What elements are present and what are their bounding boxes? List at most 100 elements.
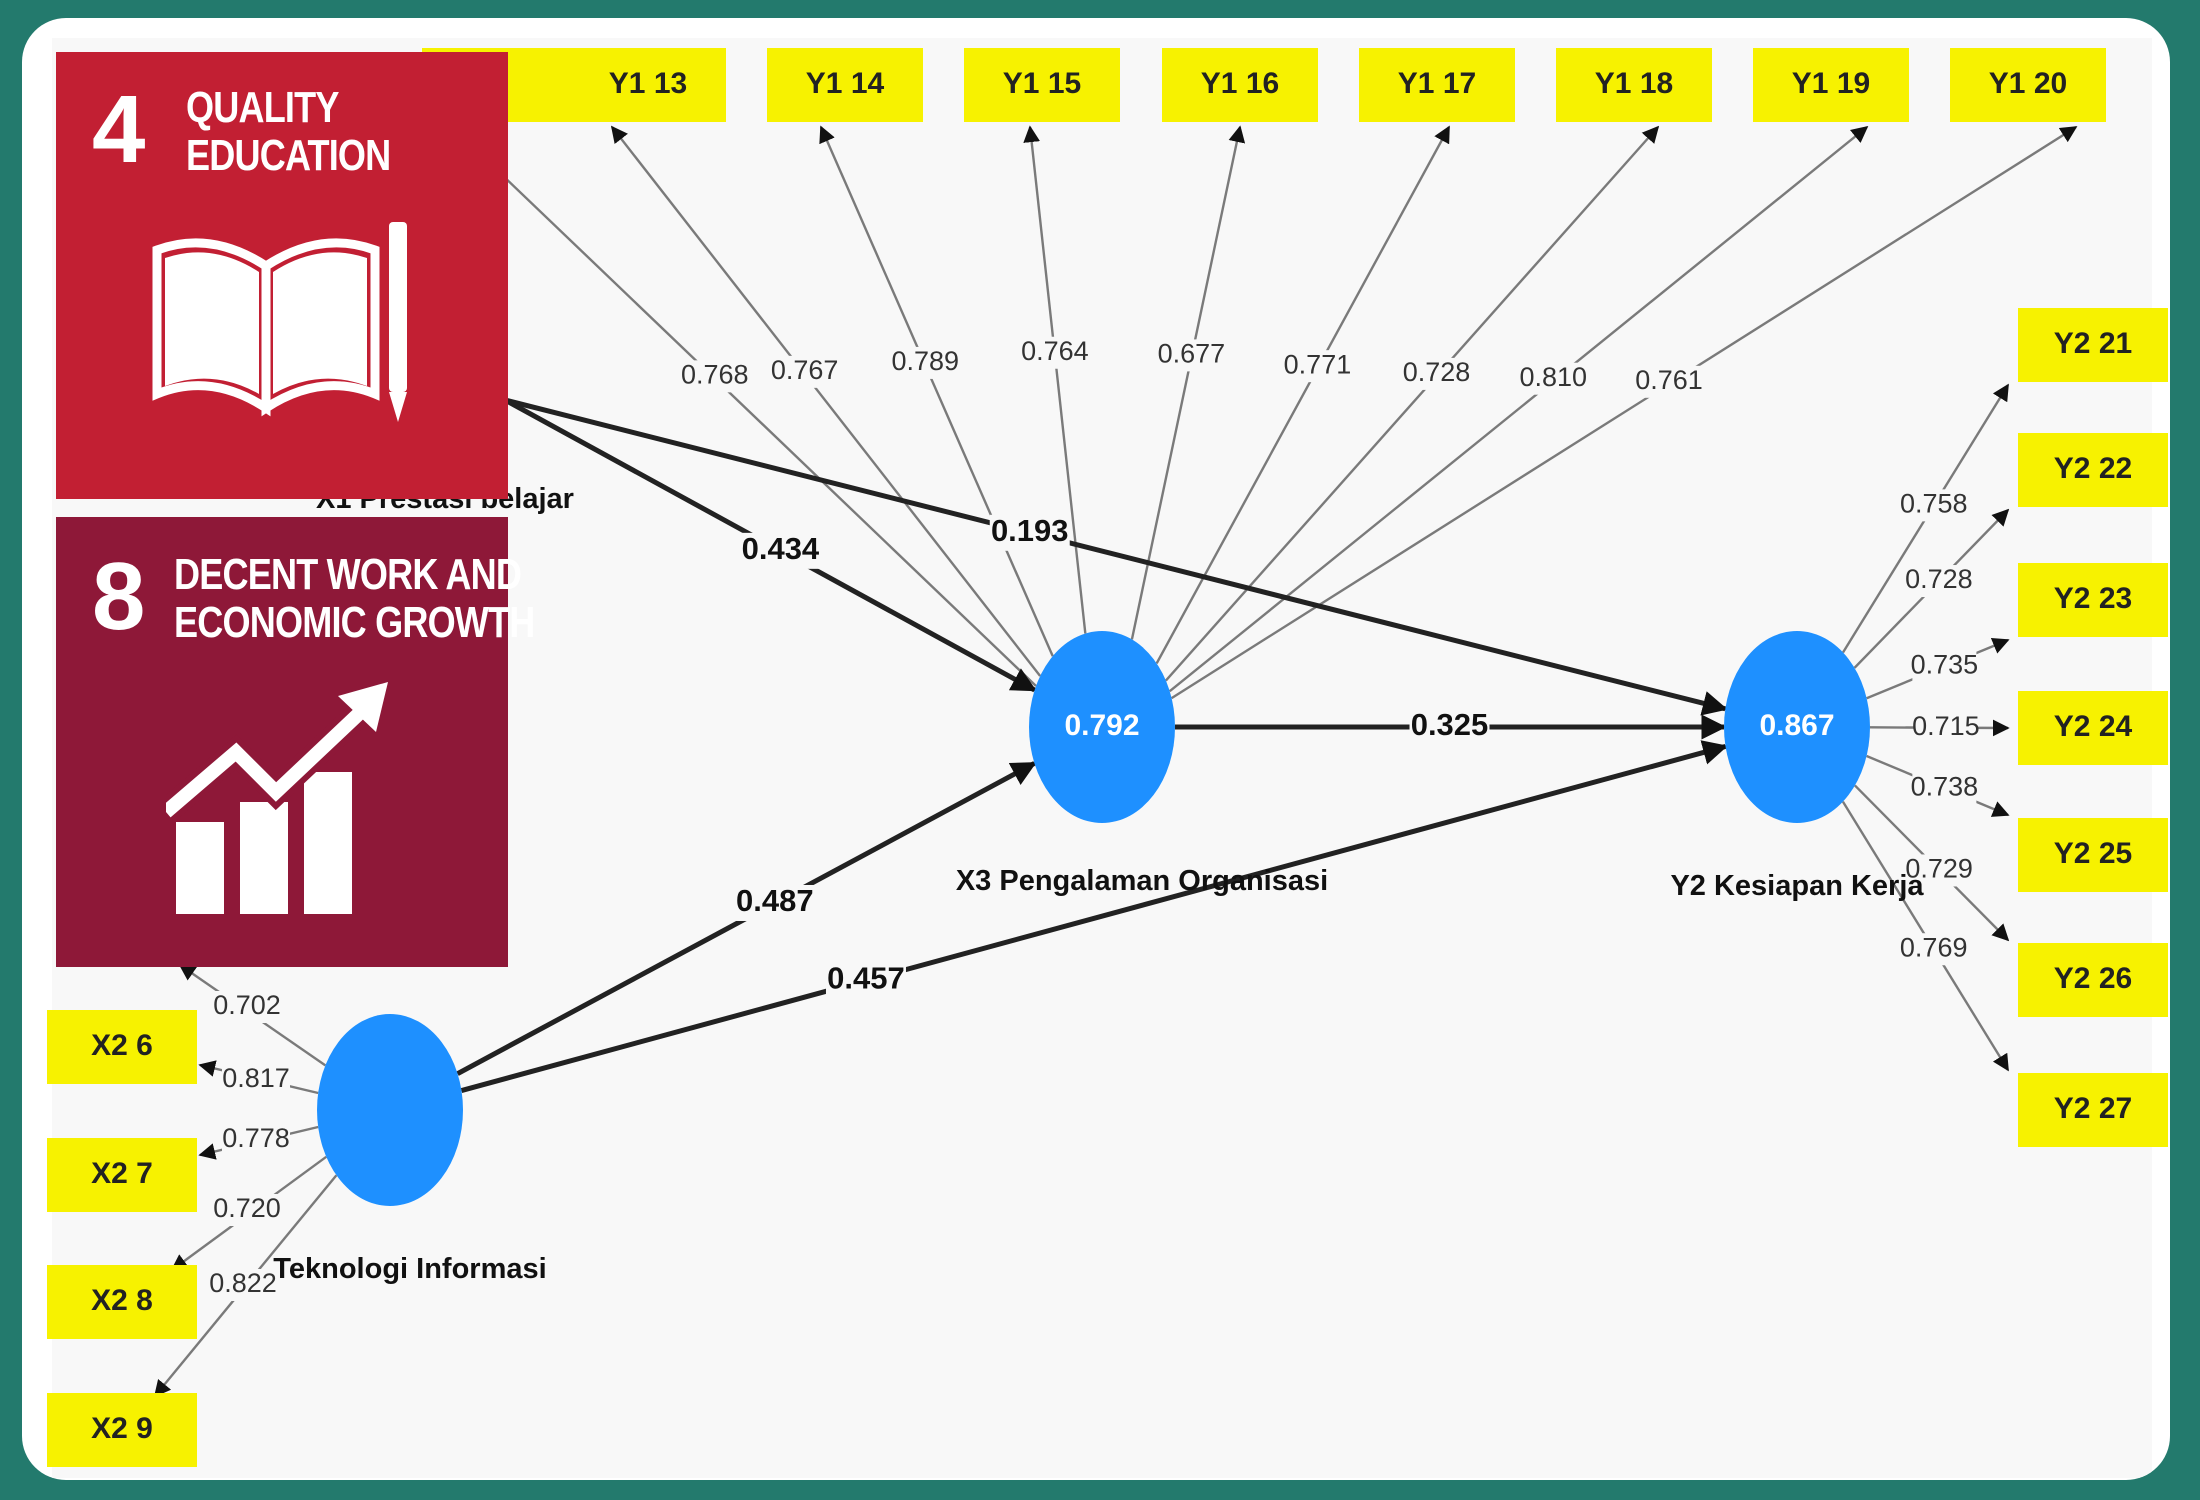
sdg-4-tile: 4 QUALITY EDUCATION <box>56 52 508 499</box>
label-bg <box>1285 350 1350 383</box>
path-x2-y2 <box>460 740 1728 1093</box>
sdg-title: QUALITY EDUCATION <box>186 83 391 179</box>
label-bg <box>1906 565 1971 598</box>
indicator-label: Y2 23 <box>2054 582 2132 615</box>
indicator-box <box>47 1393 197 1467</box>
r-squared-value: 0.867 <box>1759 709 1834 742</box>
sdg-title-line: DECENT WORK AND <box>174 550 522 599</box>
latent-variable-x2 <box>317 1014 463 1206</box>
indicator-label: Y2 27 <box>2054 1092 2132 1125</box>
loading-label: 0.778 <box>222 1123 290 1153</box>
latent-name: Y2 Kesiapan Kerja <box>1670 870 1924 902</box>
label-bg <box>1912 650 1977 683</box>
loading-arrow <box>1155 125 1451 664</box>
loading-label: 0.761 <box>1635 365 1703 395</box>
label-bg <box>1404 357 1469 390</box>
indicator-label: X2 9 <box>91 1412 153 1445</box>
path-coefficient: 0.487 <box>736 883 814 918</box>
label-bg <box>1901 489 1966 522</box>
loading-label: 0.728 <box>1403 357 1471 387</box>
loading-label: 0.767 <box>771 355 839 385</box>
indicator-label: Y1 18 <box>1595 67 1673 100</box>
loading-label: 0.715 <box>1912 711 1980 741</box>
loading-label: 0.758 <box>1900 488 1968 518</box>
indicator-label: Y1 16 <box>1201 67 1279 100</box>
loading-arrow <box>819 125 1054 657</box>
indicator-box <box>964 48 1120 122</box>
indicator-box <box>2018 818 2168 892</box>
indicator-box <box>2018 1073 2168 1147</box>
indicator-box <box>2018 308 2168 382</box>
label-bg <box>213 991 281 1023</box>
indicator-box <box>2018 943 2168 1017</box>
indicator-label: Y1 13 <box>609 67 687 100</box>
latent-variable-x3 <box>1029 631 1175 823</box>
loading-arrow <box>1023 125 1087 634</box>
label-bg <box>1521 362 1586 395</box>
loading-label: 0.735 <box>1911 649 1979 679</box>
indicator-label: Y2 22 <box>2054 452 2132 485</box>
label-bg <box>1637 365 1702 398</box>
loading-label: 0.728 <box>1905 564 1973 594</box>
path-coefficient: 0.457 <box>827 961 905 996</box>
label-bg <box>734 884 815 921</box>
label-bg <box>1901 933 1966 966</box>
indicator-box <box>47 1265 197 1339</box>
loading-label: 0.771 <box>1284 349 1352 379</box>
indicator-label: Y2 26 <box>2054 962 2132 995</box>
indicator-label: Y1 15 <box>1003 67 1081 100</box>
indicator-box <box>47 1010 197 1084</box>
indicator-label: Y2 21 <box>2054 327 2132 360</box>
path-coefficient: 0.325 <box>1411 707 1489 742</box>
sdg-title: DECENT WORK AND ECONOMIC GROWTH <box>174 551 535 646</box>
indicator-box <box>1950 48 2106 122</box>
indicator-label: Y1 14 <box>806 67 885 100</box>
indicator-box <box>570 48 726 122</box>
indicator-label: Y1 20 <box>1989 67 2067 100</box>
sdg-number: 4 <box>92 76 145 183</box>
loading-label: 0.738 <box>1911 772 1979 802</box>
label-bg <box>213 1194 281 1226</box>
label-bg <box>209 1269 277 1301</box>
sdg-number: 8 <box>92 543 145 650</box>
loading-arrow <box>1170 125 2078 700</box>
loading-label: 0.729 <box>1905 854 1973 884</box>
loading-arrow <box>1130 125 1246 640</box>
nodes-layer: Y1 13 Y1 14 Y1 15 Y1 16 Y1 17 Y1 18 Y1 19 Y1 20… <box>47 48 2168 1467</box>
label-bg <box>1913 711 1978 744</box>
sdg-title-line: ECONOMIC GROWTH <box>174 597 535 647</box>
loading-label: 0.764 <box>1021 336 1089 366</box>
loading-arrow <box>450 125 1037 687</box>
loading-label: 0.677 <box>1158 339 1226 369</box>
label-bg <box>682 360 747 393</box>
loading-arrow <box>1164 125 1660 682</box>
indicator-label: X2 8 <box>91 1284 153 1317</box>
label-bg <box>1159 339 1224 372</box>
path-x1-y2 <box>504 397 1728 716</box>
r-squared-value: 0.792 <box>1064 709 1139 742</box>
indicator-label: Y1 19 <box>1792 67 1870 100</box>
indicator-label: X2 7 <box>91 1157 153 1190</box>
indicator-box <box>2018 691 2168 765</box>
latent-name: Teknologi Informasi <box>273 1253 546 1285</box>
indicator-box <box>1359 48 1515 122</box>
indicator-box <box>47 1138 197 1212</box>
label-bg <box>989 514 1070 551</box>
loading-label: 0.817 <box>222 1063 290 1093</box>
label-bg <box>772 355 837 388</box>
label-bg <box>222 1064 290 1096</box>
latent-variable-y2 <box>1724 631 1870 823</box>
loading-label: 0.702 <box>213 990 281 1020</box>
loading-label: 0.768 <box>681 359 749 389</box>
loading-arrow <box>610 125 1042 677</box>
sdg-title-line: QUALITY <box>186 83 339 132</box>
indicator-box <box>1753 48 1909 122</box>
loading-label: 0.822 <box>209 1268 277 1298</box>
loading-arrow <box>1168 125 1869 693</box>
label-bg <box>222 1124 290 1156</box>
label-bg <box>825 962 906 999</box>
indicator-label: Y1 17 <box>1398 67 1476 100</box>
label-bg <box>740 532 821 569</box>
